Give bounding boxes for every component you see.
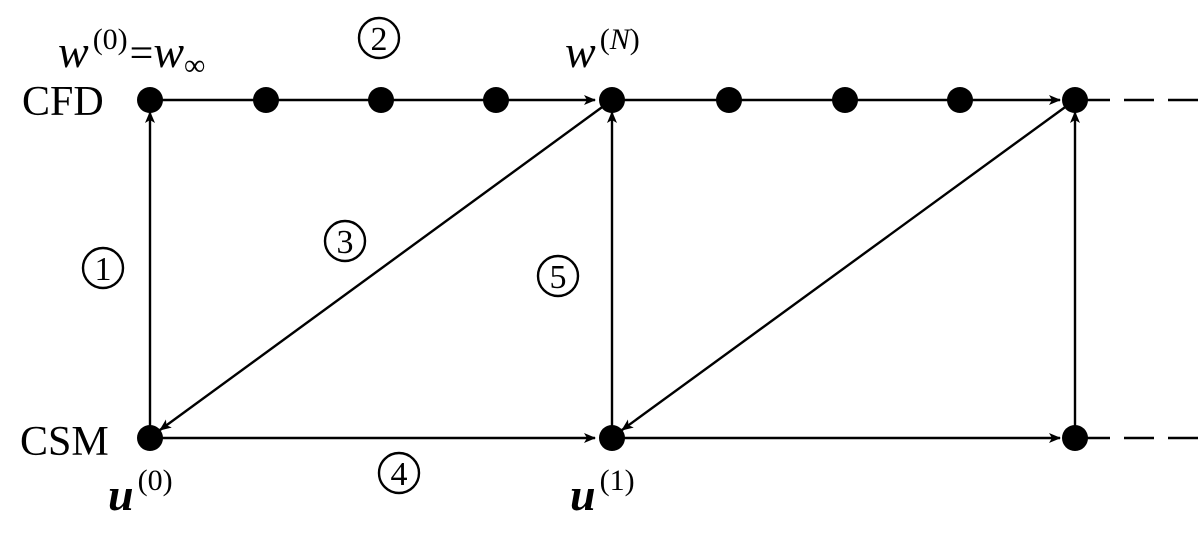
svg-text:5: 5 (550, 259, 567, 296)
csm-row-label: CSM (20, 419, 109, 465)
cfd-row-label: CFD (22, 79, 104, 125)
w0-label: w(0)=w∞ (58, 23, 205, 82)
csm-node-u1 (599, 425, 625, 451)
cfd-node-wN (599, 87, 625, 113)
cfd-node (368, 87, 394, 113)
csm-node-u0 (137, 425, 163, 451)
wN-label: w(N) (565, 23, 640, 77)
cfd-node (947, 87, 973, 113)
cfd-node (716, 87, 742, 113)
svg-text:1: 1 (95, 251, 112, 288)
cfd-node (832, 87, 858, 113)
step-marker-5: 5 (536, 254, 580, 298)
svg-text:4: 4 (391, 456, 408, 493)
u0-label: u(0) (108, 464, 173, 520)
cfd-node (253, 87, 279, 113)
step-marker-4: 4 (377, 451, 421, 495)
step-marker-2: 2 (357, 16, 401, 60)
step-marker-1: 1 (81, 246, 125, 290)
svg-text:2: 2 (371, 21, 388, 58)
svg-text:3: 3 (337, 224, 354, 261)
csm-node (1062, 425, 1088, 451)
cfd-node (483, 87, 509, 113)
cfd-node-w0 (137, 87, 163, 113)
diagonal-arrow-1 (159, 104, 606, 431)
u1-label: u(1) (570, 464, 635, 520)
diagonal-arrow-2 (621, 104, 1069, 431)
step-marker-3: 3 (323, 219, 367, 263)
cfd-node (1062, 87, 1088, 113)
